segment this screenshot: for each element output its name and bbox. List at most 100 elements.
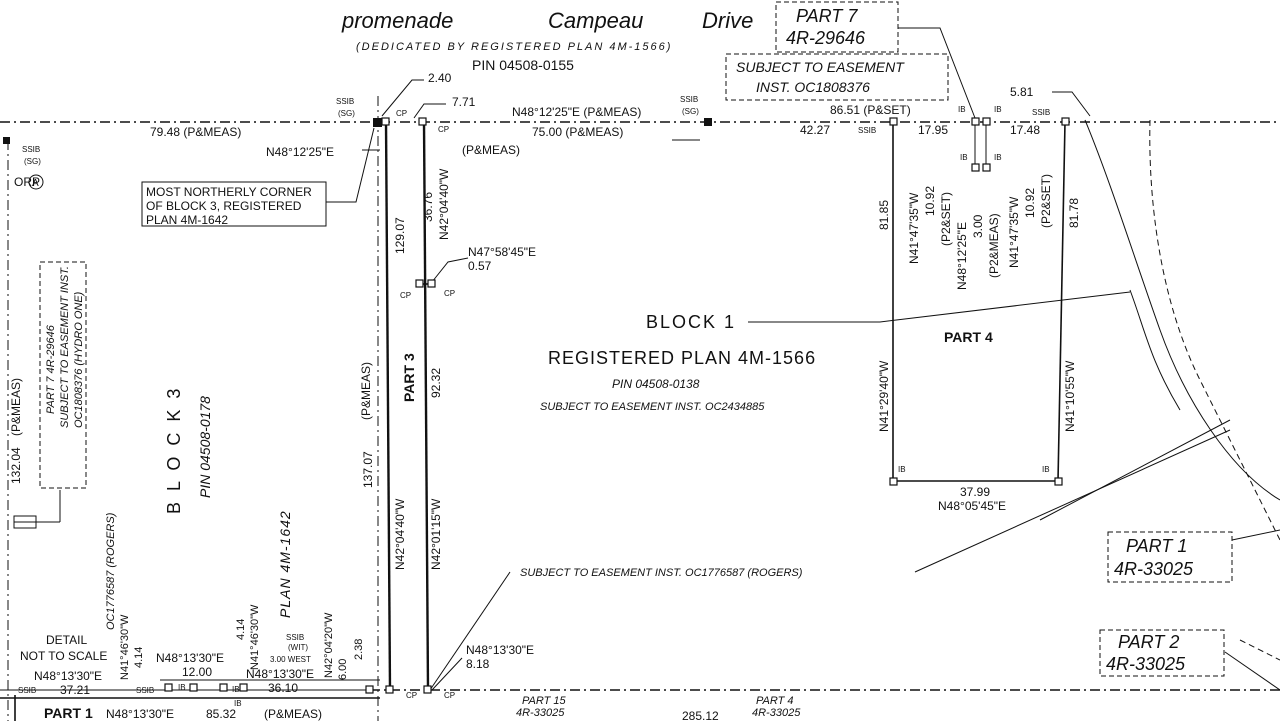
part15-label: PART 15 — [522, 695, 566, 707]
ssib-label-3: SSIB — [680, 95, 698, 104]
bearing-n48-13-30-a: N48°13'30"E — [34, 669, 102, 683]
cp-label-6: CP — [444, 691, 455, 700]
easement-top-line1: SUBJECT TO EASEMENT — [736, 59, 905, 75]
dim-92-32: 92.32 — [429, 368, 443, 398]
dim-4-14-b: 4.14 — [235, 619, 247, 640]
monument-ib-6 — [1054, 477, 1063, 486]
corner-note-line3: PLAN 4M-1642 — [146, 213, 228, 227]
bearing-n42-04-20: N42°04'20"W — [323, 612, 335, 678]
monument-ib-8 — [219, 683, 228, 692]
corner-note-line1: MOST NORTHERLY CORNER — [146, 185, 312, 199]
sg-label-2: (SG) — [338, 109, 355, 118]
dim-17-95: 17.95 — [918, 123, 948, 137]
part7-top-label: PART 7 — [796, 6, 858, 26]
monument-ssib-6 — [164, 683, 173, 692]
dim-10-92-a: 10.92 — [923, 186, 937, 216]
ib-label-7: IB — [178, 683, 186, 692]
dim-86-51: 86.51 (P&SET) — [830, 103, 911, 117]
part7-side-marker — [13, 515, 37, 529]
monument-ssib-5 — [1061, 117, 1070, 126]
part1-bottom-label: PART 1 — [44, 705, 93, 721]
ib-label-3: IB — [960, 153, 968, 162]
block1-title: BLOCK 1 — [646, 312, 736, 332]
cp-label-4: CP — [444, 289, 455, 298]
monument-cp-5 — [365, 685, 374, 694]
bearing-n48-13-30-e: N48°13'30"E — [106, 707, 174, 721]
curve-line-outer — [1149, 119, 1280, 541]
sg-label-1: (SG) — [24, 157, 41, 166]
bearing-n48-13-30-d: N48°13'30"E — [466, 643, 534, 657]
curve-line-inner — [1084, 119, 1280, 501]
corner-note-line2: OF BLOCK 3, REGISTERED — [146, 199, 302, 213]
leader-7-71 — [413, 103, 446, 119]
dim-42-27: 42.27 — [800, 123, 830, 137]
dim-pmeas-vert: (P&MEAS) — [359, 362, 373, 420]
dim-10-92-b: 10.92 — [1023, 188, 1037, 218]
bearing-n41-46-30-a: N41°46'30"W — [119, 614, 131, 680]
block3-easement-rogers: OC1776587 (ROGERS) — [105, 512, 117, 630]
part4b-label: PART 4 — [756, 695, 794, 707]
ssib-label-7: SSIB — [136, 686, 154, 695]
ib-label-1: IB — [958, 105, 966, 114]
monument-cp-3 — [415, 279, 424, 288]
bearing-n42-04-40-bot: N42°04'40"W — [393, 498, 407, 570]
part4-label: PART 4 — [944, 329, 993, 345]
monument-ib-7 — [189, 683, 198, 692]
dim-4-14-a: 4.14 — [133, 647, 145, 668]
part4b-ref: 4R-33025 — [752, 707, 801, 719]
cp-label-1: CP — [396, 109, 407, 118]
orp-circle — [28, 174, 44, 190]
monument-cp-6 — [385, 685, 394, 694]
road-name-2: Campeau — [548, 8, 643, 33]
leader-0-57 — [431, 257, 469, 283]
dim-129-07: 129.07 — [393, 217, 407, 254]
part3-west-line — [384, 121, 392, 691]
ssib-label-8: SSIB — [286, 633, 304, 642]
block1-leader — [748, 291, 1131, 323]
ib-label-2: IB — [994, 105, 1002, 114]
rogers-leader — [914, 429, 1231, 573]
ssib-label-2: SSIB — [336, 97, 354, 106]
road-name-3: Drive — [702, 8, 753, 33]
road-pin: PIN 04508-0155 — [472, 57, 574, 73]
cp-label-5: CP — [406, 691, 417, 700]
easement-rogers-main: SUBJECT TO EASEMENT INST. OC1776587 (ROG… — [520, 567, 803, 579]
bearing-n48-12-25-strip: N48°12'25"E — [955, 222, 969, 290]
part1-right-ref: 4R-33025 — [1114, 559, 1194, 579]
bearing-n41-46-30-b: N41°46'30"W — [249, 604, 261, 670]
dim-37-99: 37.99 — [960, 485, 990, 499]
monument-ib-4 — [982, 163, 991, 172]
monument-cp-4 — [427, 279, 436, 288]
part2-leader — [1224, 651, 1280, 691]
ssib-label-4: SSIB — [858, 126, 876, 135]
dim-36-10: 36.10 — [268, 681, 298, 695]
part1-right-leader — [1231, 529, 1280, 541]
dim-5-81: 5.81 — [1010, 85, 1034, 99]
dim-2-40: 2.40 — [428, 71, 452, 85]
dim-p2meas: (P2&MEAS) — [987, 213, 1001, 278]
block1-plan: REGISTERED PLAN 4M-1566 — [548, 348, 816, 368]
part2-right-ref: 4R-33025 — [1106, 654, 1186, 674]
part7-top-leader — [897, 27, 976, 119]
part1-right-box — [1107, 531, 1233, 583]
dim-8-18: 8.18 — [466, 657, 490, 671]
bearing-n41-10-55: N41°10'55"W — [1063, 360, 1077, 432]
monument-ib-2 — [982, 117, 991, 126]
cp-label-3: CP — [400, 291, 411, 300]
monument-ssib-1 — [3, 137, 10, 144]
dim-p2set-a: (P2&SET) — [939, 192, 953, 246]
part3-label: PART 3 — [401, 353, 417, 402]
part7-top-ref: 4R-29646 — [786, 28, 866, 48]
bearing-n48-12-25-left: N48°12'25"E — [266, 145, 334, 159]
ssib-label-1: SSIB — [22, 145, 40, 154]
dim-285-12: 285.12 — [682, 709, 719, 721]
road-dedication: (DEDICATED BY REGISTERED PLAN 4M-1566) — [356, 41, 672, 53]
monument-ssib-2 — [373, 118, 382, 127]
monument-ssib-4 — [889, 117, 898, 126]
bearing-n47-58-45: N47°58'45"E — [468, 245, 536, 259]
dim-132-04: 132.04 — [9, 447, 23, 484]
ib-label-8: IB — [232, 685, 240, 694]
bearing-n48-13-30-c: N48°13'30"E — [246, 667, 314, 681]
wit-label: (WIT) — [288, 643, 308, 652]
